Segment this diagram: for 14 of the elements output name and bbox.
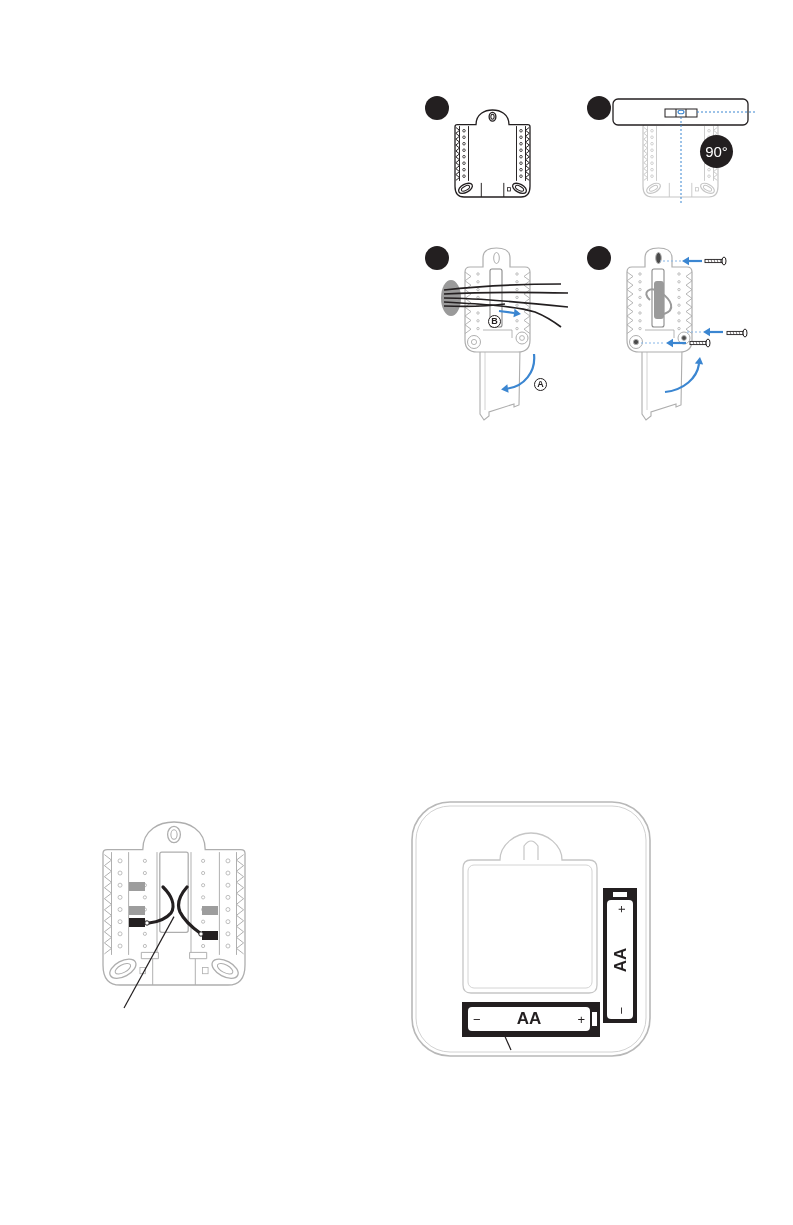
- battery-compartment: [603, 888, 637, 1023]
- wire-drawing: [174, 885, 204, 938]
- battery-compartment: [462, 1002, 600, 1037]
- callout-letter: A: [537, 379, 544, 389]
- battery-label: AA: [610, 947, 630, 972]
- battery-label: AA: [516, 1009, 542, 1029]
- angle-label: 90°: [705, 144, 728, 159]
- callout-letter: B: [491, 316, 498, 326]
- polarity-sign: −: [473, 1011, 481, 1027]
- polarity-sign: +: [577, 1011, 585, 1027]
- leader-line: [504, 1036, 512, 1051]
- polarity-sign: −: [612, 1006, 628, 1014]
- polarity-sign: +: [612, 905, 628, 913]
- leader-line: [123, 916, 175, 1009]
